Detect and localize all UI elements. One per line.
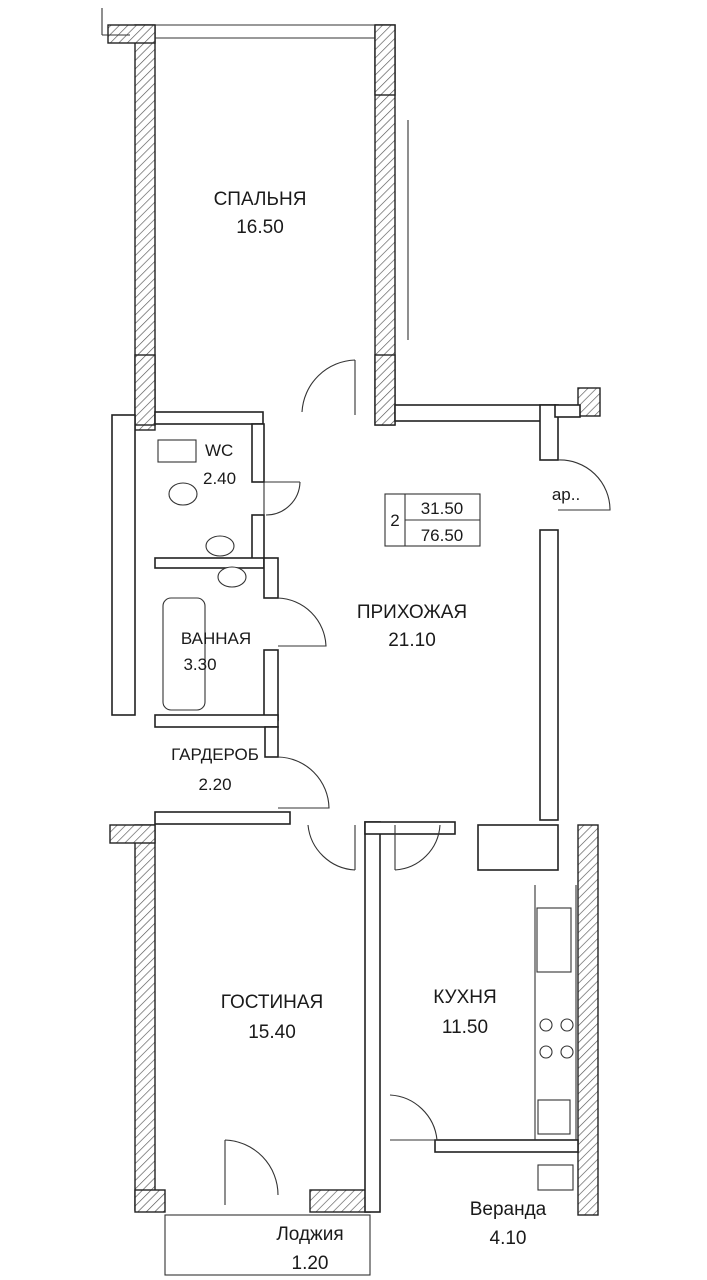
toilet-icon	[168, 482, 198, 506]
living-name: ГОСТИНАЯ	[221, 992, 323, 1013]
fridge-icon	[537, 1099, 571, 1135]
room-labels: СПАЛЬНЯ 16.50 WC 2.40 ВАННАЯ 3.30 ГАРДЕР…	[171, 189, 580, 1274]
wardrobe-area: 2.20	[198, 775, 231, 794]
doors	[224, 359, 611, 1205]
washer-icon	[537, 1164, 574, 1191]
bath-basin-icon	[217, 566, 247, 588]
wardrobe-name: ГАРДЕРОБ	[171, 745, 259, 764]
apartment-rooms-count: 2	[390, 511, 399, 530]
bearing-walls	[107, 24, 601, 1216]
wc-basin-icon	[205, 535, 235, 557]
toilet-tank-icon	[157, 439, 197, 463]
kitchen-area: 11.50	[442, 1017, 488, 1038]
hallway-area: 21.10	[388, 630, 436, 651]
burner-icon	[560, 1018, 574, 1032]
kitchen-sink-icon	[536, 907, 572, 973]
apartment-total-area: 76.50	[421, 526, 464, 545]
burner-icon	[539, 1045, 553, 1059]
loggia-area: 1.20	[292, 1253, 329, 1274]
bedroom-name: СПАЛЬНЯ	[214, 189, 307, 210]
fixtures	[157, 439, 577, 1276]
bathroom-area: 3.30	[183, 655, 216, 674]
wc-name: WC	[205, 441, 233, 460]
partition-walls	[101, 8, 581, 1213]
veranda-area: 4.10	[490, 1228, 527, 1249]
apartment-living-area: 31.50	[421, 499, 464, 518]
hallway-name: ПРИХОЖАЯ	[357, 602, 467, 623]
bathroom-name: ВАННАЯ	[181, 629, 251, 648]
burner-icon	[539, 1018, 553, 1032]
bathtub-icon	[162, 597, 206, 711]
bedroom-area: 16.50	[236, 217, 284, 238]
veranda-name: Веранда	[470, 1199, 547, 1220]
burner-icon	[560, 1045, 574, 1059]
wc-area: 2.40	[203, 469, 236, 488]
stair-label: ар..	[552, 485, 580, 504]
living-area: 15.40	[248, 1022, 296, 1043]
loggia-name: Лоджия	[276, 1224, 343, 1245]
kitchen-name: КУХНЯ	[433, 987, 496, 1008]
